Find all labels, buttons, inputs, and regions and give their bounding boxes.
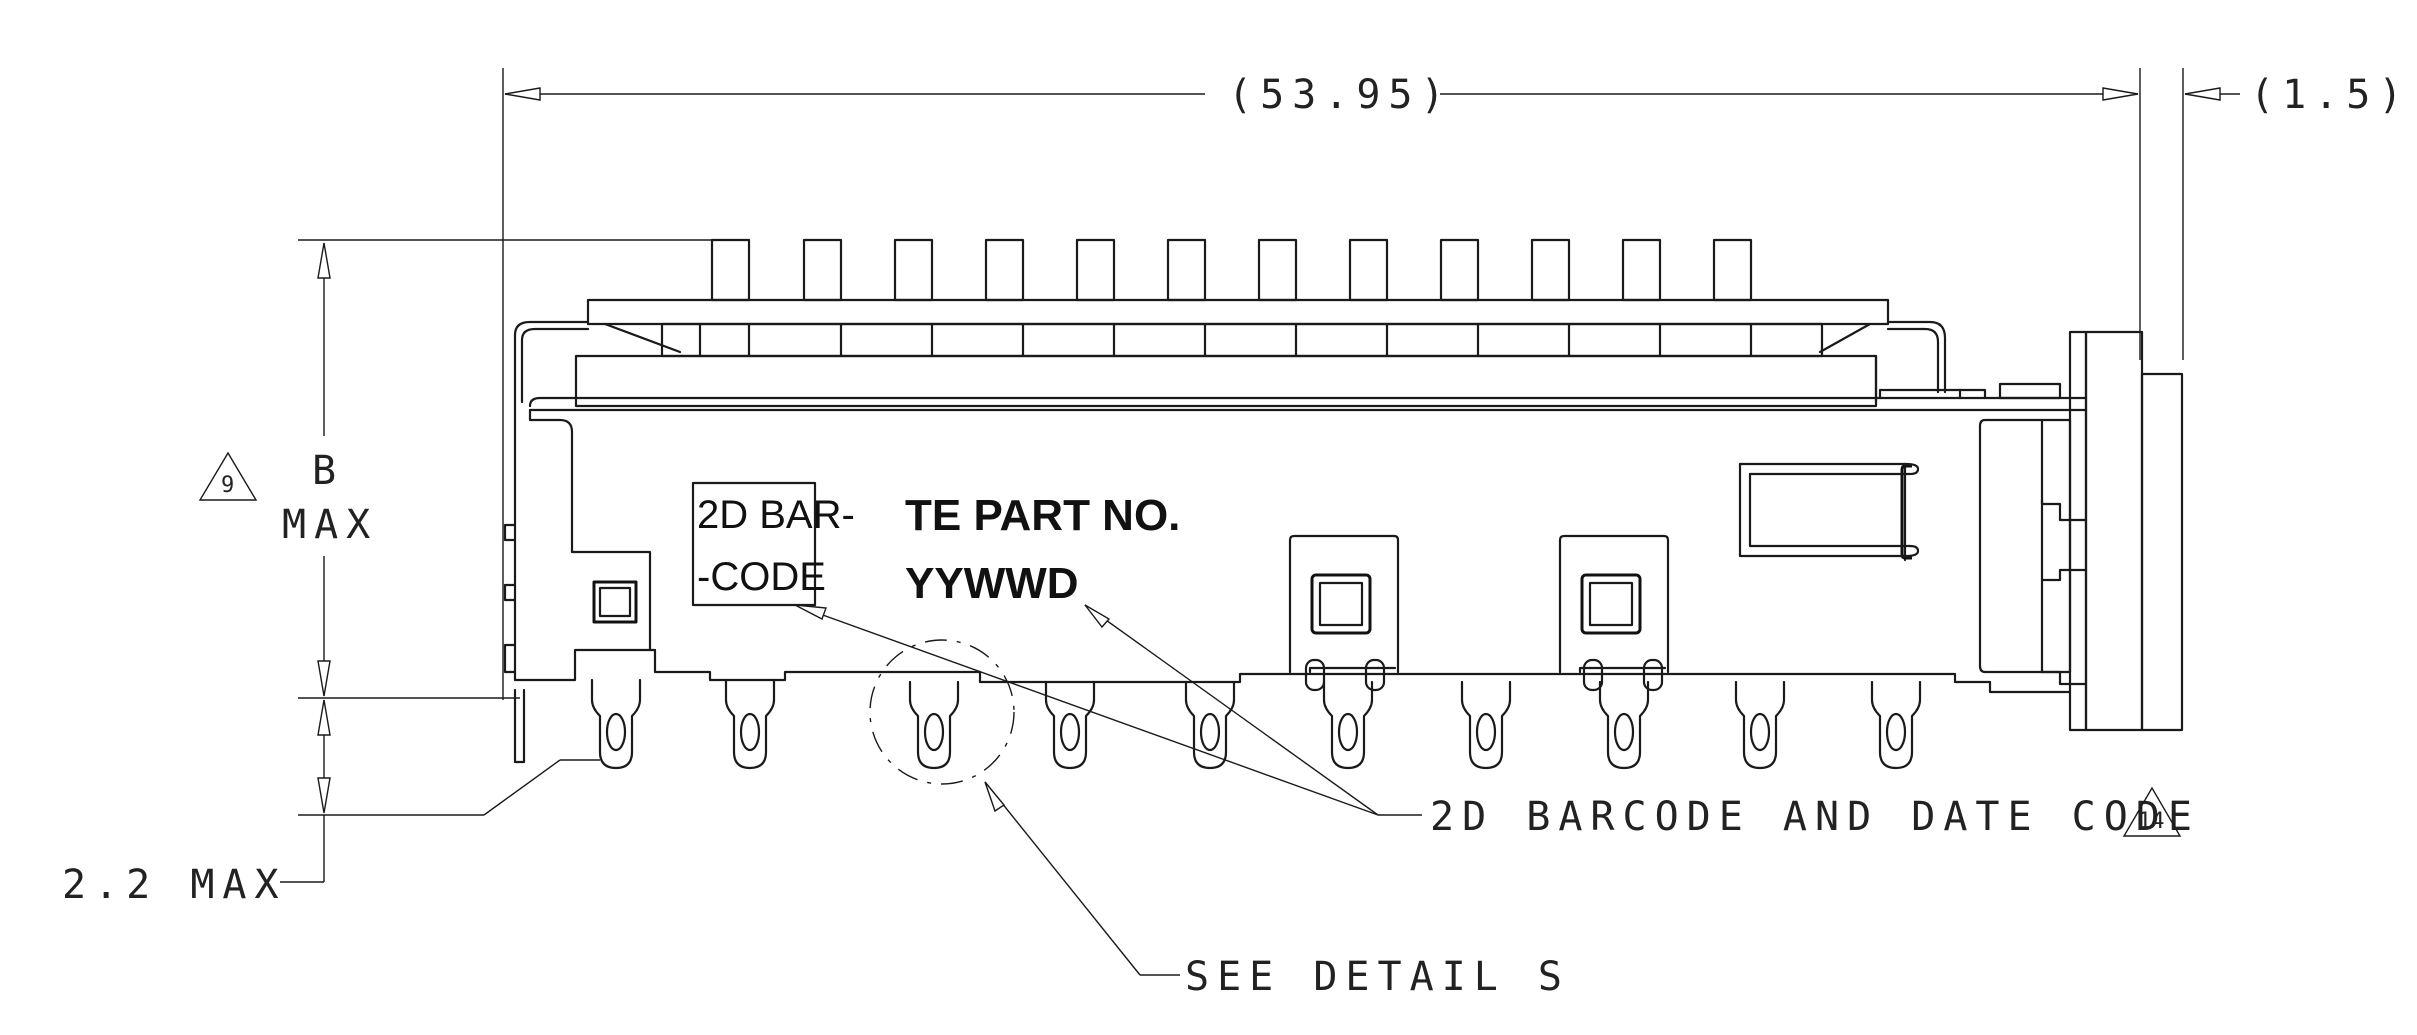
barcode-date-callout: 2D BARCODE AND DATE CODE 14 — [794, 604, 2200, 840]
barcode-line-2: -CODE — [697, 555, 826, 599]
solder-tails — [590, 658, 1922, 770]
detail-ref-label: SEE DETAIL S — [1185, 954, 1570, 1000]
pin-length-label: 2.2 MAX — [62, 862, 287, 908]
height-value-label: B — [312, 448, 344, 494]
end-flange — [1978, 330, 2184, 732]
barcode-line-1: 2D BAR- — [697, 493, 855, 537]
height-note-flag-label: 9 — [221, 473, 234, 498]
date-code-marking: YYWWD — [905, 559, 1079, 608]
note-flag-triangle-9: 9 — [198, 451, 258, 501]
heat-sink-fins — [710, 238, 1753, 302]
overall-length-label: (53.95) — [1228, 72, 1453, 118]
heat-sink-base — [586, 298, 1890, 358]
latch-area — [1738, 382, 2062, 562]
barcode-note-label: 2D BARCODE AND DATE CODE — [1430, 794, 2200, 840]
heat-sink-clip — [513, 320, 1947, 404]
left-end-detail — [503, 523, 526, 764]
flange-offset-dimension: (1.5) — [2182, 68, 2410, 360]
barcode-note-flag-label: 14 — [2138, 809, 2165, 834]
barcode-box: 2D BAR- -CODE — [691, 481, 855, 607]
detail-s-callout: SEE DETAIL S — [869, 639, 1570, 1000]
pin-length-dimension: 2.2 MAX — [62, 697, 600, 908]
height-dimension: B MAX 9 — [198, 239, 712, 697]
flange-offset-label: (1.5) — [2250, 72, 2410, 118]
overall-length-dimension: (53.95) — [502, 68, 2141, 700]
height-qualifier-label: MAX — [282, 502, 378, 548]
press-fit-tabs — [1288, 534, 1670, 674]
cage-housing — [513, 354, 2087, 684]
note-flag-triangle-14: 14 — [2122, 786, 2182, 837]
part-number-marking: TE PART NO. — [905, 491, 1180, 540]
